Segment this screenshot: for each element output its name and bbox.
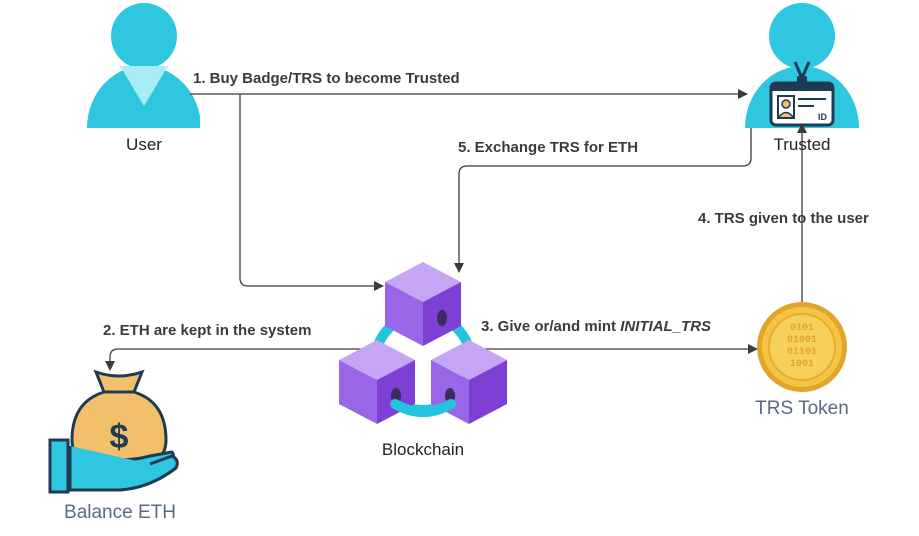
- user-label: User: [126, 135, 162, 154]
- step-3-label: 3. Give or/and mint INITIAL_TRS: [481, 318, 711, 335]
- arrow-user-to-blockchain: [239, 94, 384, 291]
- trusted-icon: ID: [745, 3, 859, 128]
- step-2-label: 2. ETH are kept in the system: [103, 322, 312, 339]
- step-3-variable: INITIAL_TRS: [620, 318, 712, 335]
- step-4-label: 4. TRS given to the user: [698, 210, 869, 227]
- coin-binary-line: 1001: [790, 359, 814, 370]
- step-5-label: 5. Exchange TRS for ETH: [458, 139, 639, 156]
- coin-binary-line: 01001: [787, 335, 817, 346]
- arrow-exchange: [454, 128, 752, 273]
- svg-text:$: $: [110, 418, 129, 456]
- blockchain-icon: [339, 262, 507, 424]
- coin-binary-line: 01101: [787, 347, 817, 358]
- coin-binary-line: 0101: [790, 323, 814, 334]
- user-icon: [87, 3, 200, 128]
- balance-eth-label: Balance ETH: [64, 502, 176, 523]
- arrows: [105, 89, 807, 371]
- trusted-label: Trusted: [773, 135, 831, 154]
- balance-eth-icon: $: [48, 369, 179, 494]
- trs-token-label: TRS Token: [755, 398, 849, 419]
- arrow-eth-kept: [105, 348, 370, 371]
- step-1-label: 1. Buy Badge/TRS to become Trusted: [193, 70, 460, 87]
- step-3-prefix: 3. Give or/and mint: [481, 318, 621, 335]
- badge-id-text: ID: [818, 112, 828, 122]
- blockchain-label: Blockchain: [381, 440, 465, 459]
